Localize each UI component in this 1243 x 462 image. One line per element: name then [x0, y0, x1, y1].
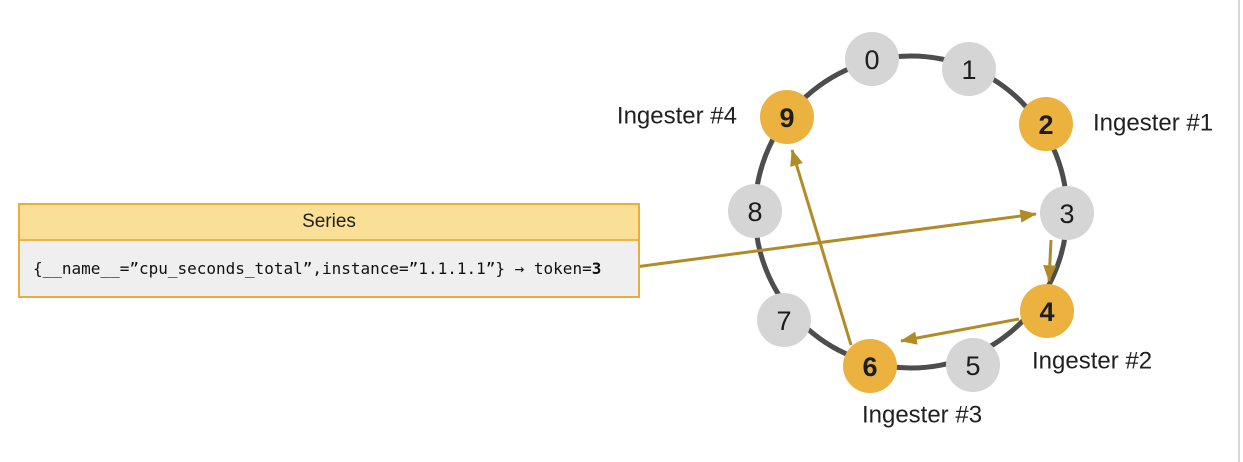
ring-node-9 — [760, 90, 814, 144]
ring-node-token-1: 1 — [961, 55, 976, 85]
arrow-series-box-to-3 — [619, 209, 1037, 271]
ring-node-8 — [728, 184, 782, 238]
ring-node-token-7: 7 — [776, 306, 791, 336]
page-right-border — [1238, 0, 1240, 462]
series-box-title: Series — [20, 205, 638, 241]
ingester-label-token-2: Ingester #1 — [1093, 110, 1213, 137]
ring-node-token-5: 5 — [965, 351, 980, 381]
arrow-6-to-9 — [790, 149, 853, 346]
series-selector-text: {__name__=”cpu_seconds_total”,instance=”… — [33, 259, 592, 278]
ring-node-token-6: 6 — [862, 352, 877, 382]
ring-node-5 — [946, 338, 1000, 392]
ring-node-7 — [757, 293, 811, 347]
ring-node-token-2: 2 — [1038, 110, 1053, 140]
ring-node-token-9: 9 — [779, 103, 794, 133]
ingester-label-token-4: Ingester #2 — [1032, 348, 1152, 375]
ring-node-token-8: 8 — [747, 197, 762, 227]
ingester-label-token-6: Ingester #3 — [862, 402, 982, 429]
arrow-4-to-6 — [900, 317, 1020, 345]
series-box: Series {__name__=”cpu_seconds_total”,ins… — [18, 203, 640, 298]
ring-node-6 — [843, 339, 897, 393]
replication-arrows — [619, 149, 1057, 346]
arrow-3-to-4 — [1043, 239, 1057, 282]
ring-node-0 — [845, 32, 899, 86]
ingester-label-token-9: Ingester #4 — [617, 103, 737, 130]
ring-node-token-4: 4 — [1039, 297, 1054, 327]
ring-node-token-3: 3 — [1059, 199, 1074, 229]
ring-node-4 — [1020, 284, 1074, 338]
series-token-value: 3 — [591, 259, 602, 278]
ring-node-token-0: 0 — [864, 45, 879, 75]
ring-node-1 — [942, 42, 996, 96]
ring-node-2 — [1019, 97, 1073, 151]
series-selector-row: {__name__=”cpu_seconds_total”,instance=”… — [20, 241, 638, 296]
ring-node-3 — [1040, 186, 1094, 240]
